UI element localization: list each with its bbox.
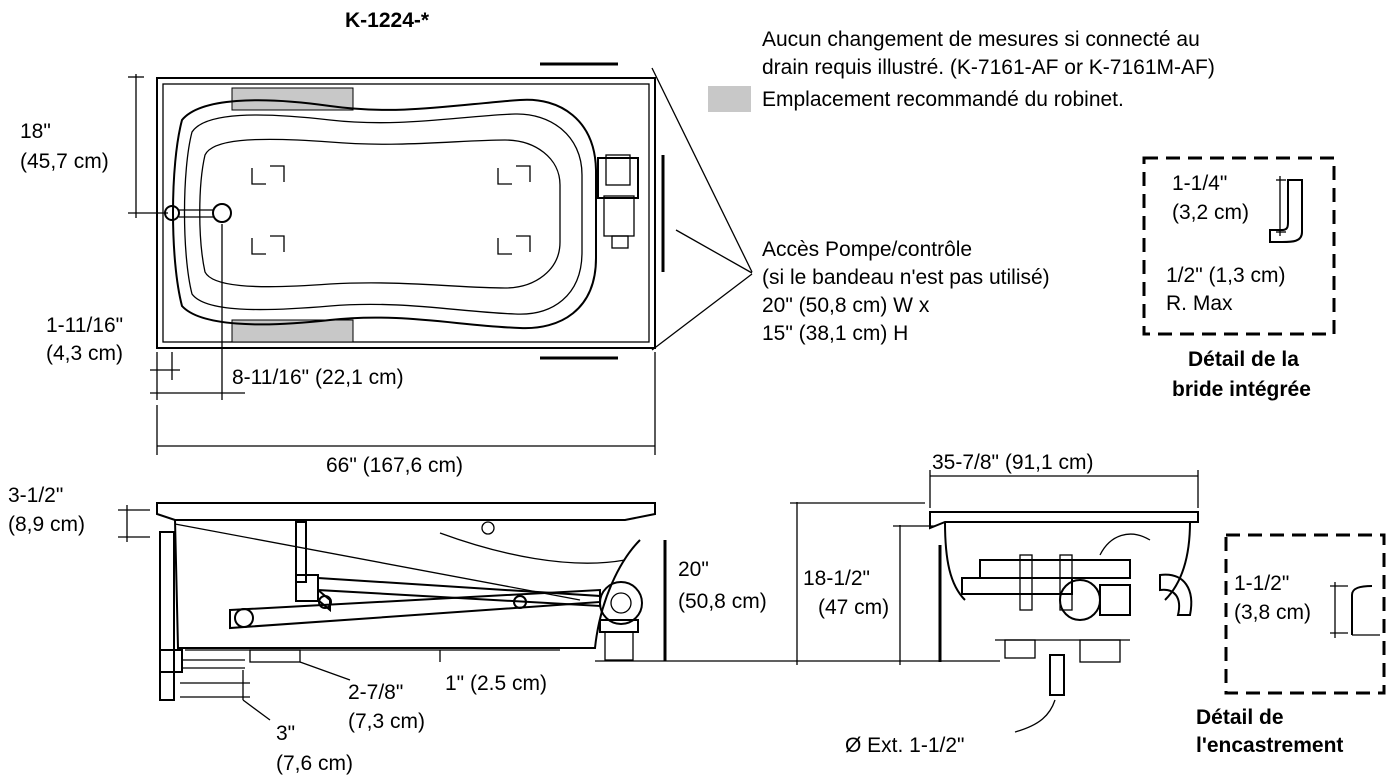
flange-dim-1: 1-1/4" xyxy=(1172,172,1227,195)
flange-caption-1: Détail de la xyxy=(1188,348,1299,371)
dim-3-1-2: 3-1/2" xyxy=(8,484,63,507)
end-view-dimensions xyxy=(790,470,1199,733)
recess-dim-cm: (3,8 cm) xyxy=(1234,601,1311,624)
dim-66: 66" (167,6 cm) xyxy=(326,454,463,477)
flange-dim-1-cm: (3,2 cm) xyxy=(1172,201,1249,224)
recess-caption-1: Détail de xyxy=(1196,706,1284,729)
flange-dim-2: 1/2" (1,3 cm) xyxy=(1166,264,1286,287)
access-line-2: (si le bandeau n'est pas utilisé) xyxy=(762,266,1050,289)
recess-detail xyxy=(1224,533,1386,695)
dim-18-cm: (45,7 cm) xyxy=(20,150,109,173)
dim-35-7-8: 35-7/8" (91,1 cm) xyxy=(932,451,1094,474)
faucet-location-swatch xyxy=(708,86,751,112)
top-view-dimensions xyxy=(128,74,656,455)
dim-18-1-2-cm: (47 cm) xyxy=(818,596,889,619)
dim-1-11-16-cm: (4,3 cm) xyxy=(46,342,123,365)
tub-side-view xyxy=(156,502,656,701)
flange-caption-2: bride intégrée xyxy=(1172,378,1311,401)
recess-dim: 1-1/2" xyxy=(1234,572,1289,595)
dim-20: 20" xyxy=(678,558,709,581)
dim-20-cm: (50,8 cm) xyxy=(678,590,767,613)
tub-end-view xyxy=(929,511,1199,696)
dim-3: 3" xyxy=(276,722,295,745)
note-legend: Emplacement recommandé du robinet. xyxy=(762,88,1124,111)
dim-8-11-16: 8-11/16" (22,1 cm) xyxy=(232,366,404,389)
dim-2-7-8-cm: (7,3 cm) xyxy=(348,710,425,733)
dim-1: 1" (2.5 cm) xyxy=(445,672,547,695)
access-line-4: 15" (38,1 cm) H xyxy=(762,322,908,345)
drain-diameter: Ø Ext. 1-1/2" xyxy=(845,734,965,757)
note-line-2: drain requis illustré. (K-7161-AF or K-7… xyxy=(762,56,1215,79)
note-line-1: Aucun changement de mesures si connecté … xyxy=(762,28,1200,51)
flange-detail xyxy=(1142,156,1336,336)
dim-2-7-8: 2-7/8" xyxy=(348,681,403,704)
flange-dim-2-label: R. Max xyxy=(1166,292,1233,315)
dim-1-11-16: 1-11/16" xyxy=(46,314,123,337)
access-line-1: Accès Pompe/contrôle xyxy=(762,238,972,261)
tub-top-view xyxy=(156,62,753,360)
dim-3-cm: (7,6 cm) xyxy=(276,752,353,775)
dim-3-1-2-cm: (8,9 cm) xyxy=(8,513,85,536)
dim-18-1-2: 18-1/2" xyxy=(803,567,870,590)
dim-18: 18" xyxy=(20,120,51,143)
access-line-3: 20" (50,8 cm) W x xyxy=(762,294,930,317)
model-title: K-1224-* xyxy=(345,9,430,32)
recess-caption-2: l'encastrement xyxy=(1196,734,1343,757)
